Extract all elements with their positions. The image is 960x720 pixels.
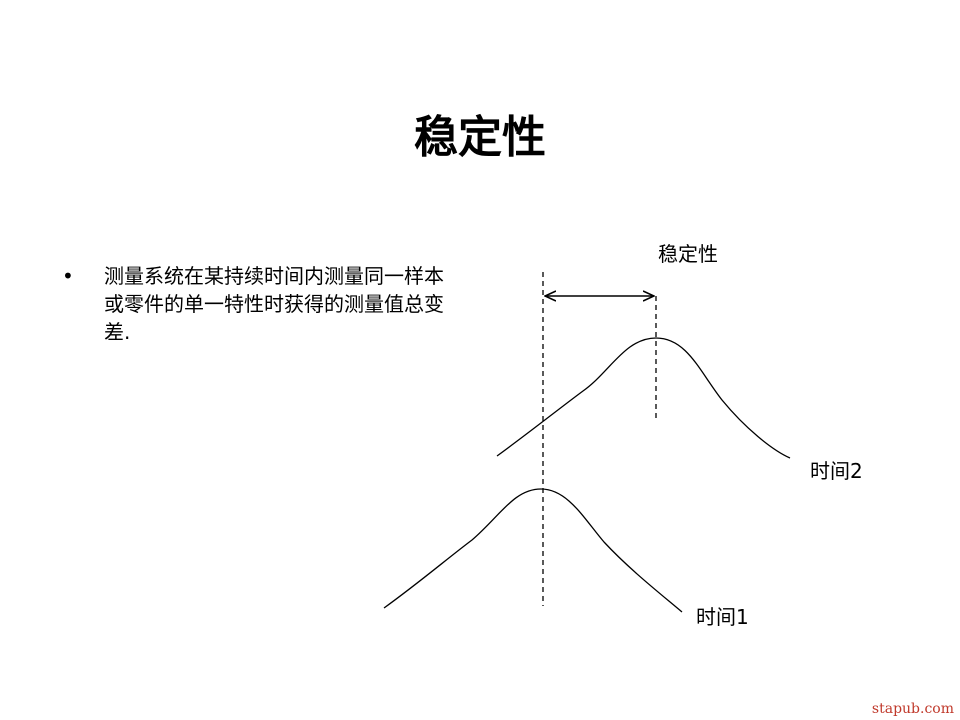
time2-distribution-curve xyxy=(496,337,791,459)
bullet-marker: • xyxy=(62,264,74,288)
bullet-item: • 测量系统在某持续时间内测量同一样本或零件的单一特性时获得的测量值总变差. xyxy=(62,262,452,346)
time2-label: 时间2 xyxy=(810,459,863,483)
time1-label: 时间1 xyxy=(696,605,749,629)
bullet-list: • 测量系统在某持续时间内测量同一样本或零件的单一特性时获得的测量值总变差. xyxy=(62,262,452,346)
stability-label: 稳定性 xyxy=(658,242,718,266)
watermark: stapub.com xyxy=(871,701,954,717)
bullet-text: 测量系统在某持续时间内测量同一样本或零件的单一特性时获得的测量值总变差. xyxy=(104,264,444,344)
time1-distribution-curve xyxy=(383,488,683,613)
slide-title: 稳定性 xyxy=(414,112,546,163)
